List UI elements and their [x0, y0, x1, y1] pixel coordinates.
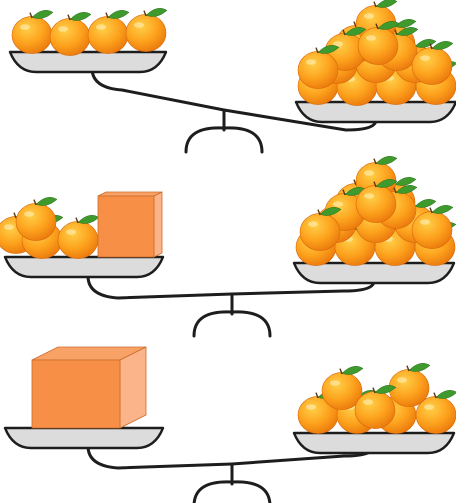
balance-scale-3	[3, 346, 456, 503]
orange-icon	[11, 10, 54, 54]
orange-icon	[57, 215, 100, 259]
orange-icon	[411, 205, 454, 249]
orange-icon	[357, 21, 400, 65]
balance-scale-2	[0, 156, 456, 338]
orange-icon	[299, 207, 342, 251]
scale-pan	[8, 50, 168, 74]
orange-icon	[297, 45, 340, 89]
scale-beam-left	[86, 274, 234, 300]
scale-base	[184, 126, 264, 154]
scale-pan	[3, 255, 165, 279]
orange-icon	[415, 390, 456, 434]
scale-pan	[292, 431, 456, 455]
weight-box-icon	[31, 346, 147, 429]
scale-pan	[294, 100, 456, 124]
weight-box-icon	[97, 191, 163, 258]
orange-icon	[388, 363, 431, 407]
scale-pan	[292, 261, 456, 285]
orange-icon	[15, 197, 58, 241]
orange-icon	[355, 179, 398, 223]
scale-pan	[3, 426, 165, 450]
orange-icon	[87, 10, 130, 54]
scale-beam-left	[90, 66, 226, 112]
orange-icon	[321, 366, 364, 410]
scale-beam-left	[86, 444, 234, 470]
orange-icon	[411, 41, 454, 85]
balance-scale-1	[8, 0, 456, 154]
scale-base	[192, 480, 272, 503]
scale-base	[192, 310, 272, 338]
orange-icon	[49, 12, 92, 56]
orange-icon	[354, 385, 397, 429]
balance-scale-icon	[86, 274, 376, 338]
balance-scale-icon	[86, 444, 376, 503]
orange-icon	[125, 8, 168, 52]
